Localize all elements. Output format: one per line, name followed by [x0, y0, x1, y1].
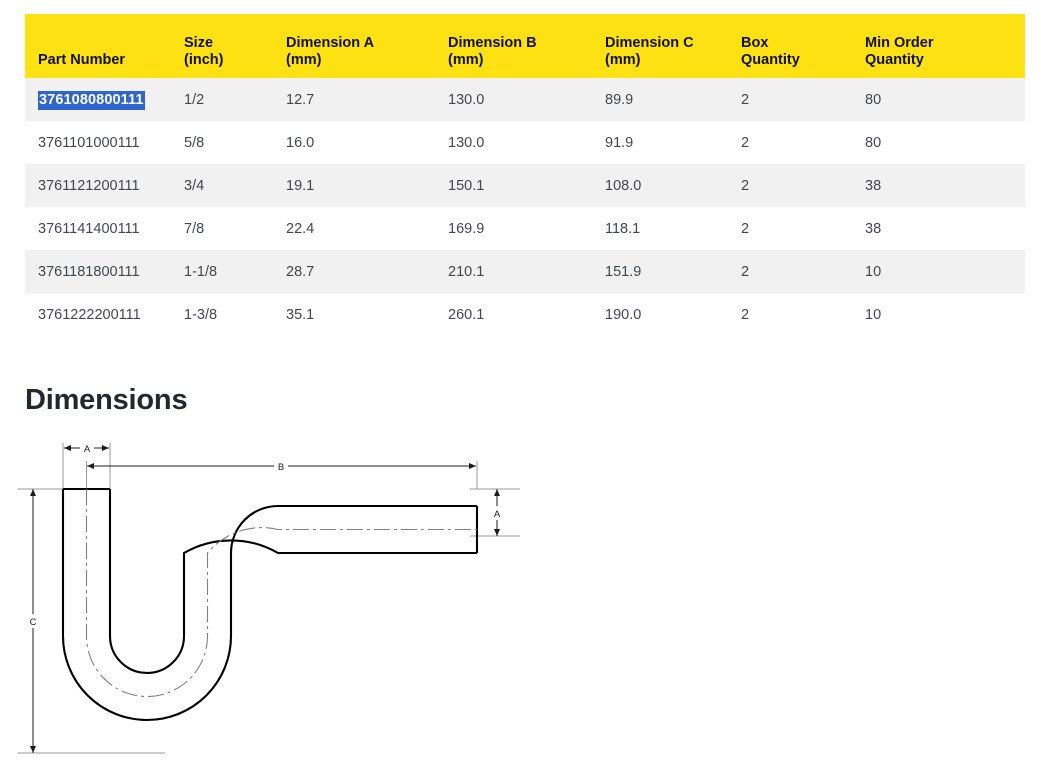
cell-min-order-quantity: 10: [852, 293, 1025, 336]
cell-min-order-quantity: 80: [852, 121, 1025, 164]
column-header-box-quantity[interactable]: Box Quantity: [728, 14, 852, 78]
u-bend-pipe-technical-drawing: A B C A: [0, 431, 540, 767]
cell-dimension-a: 19.1: [273, 164, 435, 207]
dimension-label-b: B: [278, 462, 284, 473]
table-row[interactable]: 3761080800111 1/2 12.7 130.0 89.9 2 80: [25, 78, 1025, 121]
column-header-line2: (mm): [286, 52, 322, 68]
column-header-dimension-a[interactable]: Dimension A (mm): [273, 14, 435, 78]
column-header-dimension-c[interactable]: Dimension C (mm): [592, 14, 728, 78]
cell-dimension-a: 12.7: [273, 78, 435, 121]
pipe-inner-wall-visible: [108, 489, 477, 674]
dimension-label-a-top: A: [84, 444, 91, 455]
cell-dimension-c: 89.9: [592, 78, 728, 121]
column-header-line1: Dimension A: [286, 35, 375, 51]
cell-box-quantity: 2: [728, 250, 852, 293]
cell-dimension-b: 210.1: [435, 250, 592, 293]
cell-dimension-c: 91.9: [592, 121, 728, 164]
column-header-line2: (mm): [448, 52, 484, 68]
column-header-line2: (inch): [184, 52, 224, 68]
table-row[interactable]: 3761222200111 1-3/8 35.1 260.1 190.0 2 1…: [25, 293, 1025, 336]
cell-size: 3/4: [171, 164, 273, 207]
spec-table-container: Part Number Size (inch) Dimension A (mm)…: [25, 14, 1025, 336]
dimension-labels: A B C A: [26, 441, 504, 628]
table-row[interactable]: 3761141400111 7/8 22.4 169.9 118.1 2 38: [25, 207, 1025, 250]
cell-part-number[interactable]: 3761141400111: [25, 207, 171, 250]
cell-dimension-c: 118.1: [592, 207, 728, 250]
column-header-line2: Quantity: [865, 52, 924, 68]
column-header-dimension-b[interactable]: Dimension B (mm): [435, 14, 592, 78]
cell-size: 1-3/8: [171, 293, 273, 336]
selected-part-number[interactable]: 3761080800111: [38, 90, 145, 110]
cell-dimension-a: 28.7: [273, 250, 435, 293]
cell-size: 5/8: [171, 121, 273, 164]
cell-part-number[interactable]: 3761181800111: [25, 250, 171, 293]
column-header-line2: (mm): [605, 52, 641, 68]
dimensions-section: Dimensions: [18, 383, 1025, 754]
cell-dimension-b: 260.1: [435, 293, 592, 336]
table-row[interactable]: 3761181800111 1-1/8 28.7 210.1 151.9 2 1…: [25, 250, 1025, 293]
cell-size: 7/8: [171, 207, 273, 250]
cell-dimension-a: 22.4: [273, 207, 435, 250]
column-header-line1: Size: [184, 35, 214, 51]
cell-box-quantity: 2: [728, 121, 852, 164]
table-body: 3761080800111 1/2 12.7 130.0 89.9 2 80 3…: [25, 78, 1025, 336]
pipe-centerline-path: [85, 489, 477, 698]
cell-dimension-b: 130.0: [435, 78, 592, 121]
column-header-line2: Quantity: [741, 52, 800, 68]
pipe-outline: [61, 487, 479, 721]
pipe-outer-wall: [61, 489, 477, 721]
cell-dimension-c: 108.0: [592, 164, 728, 207]
table-header-row: Part Number Size (inch) Dimension A (mm)…: [25, 14, 1025, 78]
column-header-line1: Dimension B: [448, 35, 537, 51]
table-header: Part Number Size (inch) Dimension A (mm)…: [25, 14, 1025, 78]
cell-box-quantity: 2: [728, 164, 852, 207]
cell-min-order-quantity: 38: [852, 207, 1025, 250]
cell-box-quantity: 2: [728, 78, 852, 121]
part-specification-table: Part Number Size (inch) Dimension A (mm)…: [25, 14, 1025, 336]
column-header-size[interactable]: Size (inch): [171, 14, 273, 78]
column-header-line2: Part Number: [38, 52, 126, 68]
cell-size: 1-1/8: [171, 250, 273, 293]
cell-dimension-b: 150.1: [435, 164, 592, 207]
table-row[interactable]: 3761101000111 5/8 16.0 130.0 91.9 2 80: [25, 121, 1025, 164]
cell-dimension-a: 16.0: [273, 121, 435, 164]
cell-min-order-quantity: 38: [852, 164, 1025, 207]
column-header-part-number[interactable]: Part Number: [25, 14, 171, 78]
dimension-label-a-right: A: [494, 509, 501, 520]
cell-box-quantity: 2: [728, 207, 852, 250]
cell-dimension-b: 169.9: [435, 207, 592, 250]
pipe-centerline: [85, 489, 477, 698]
table-row[interactable]: 3761121200111 3/4 19.1 150.1 108.0 2 38: [25, 164, 1025, 207]
cell-part-number[interactable]: 3761222200111: [25, 293, 171, 336]
cell-dimension-b: 130.0: [435, 121, 592, 164]
cell-min-order-quantity: 80: [852, 78, 1025, 121]
cell-part-number[interactable]: 3761101000111: [25, 121, 171, 164]
dimensions-heading: Dimensions: [25, 384, 188, 416]
cell-part-number[interactable]: 3761121200111: [25, 164, 171, 207]
cell-dimension-c: 151.9: [592, 250, 728, 293]
cell-dimension-a: 35.1: [273, 293, 435, 336]
column-header-line1: Dimension C: [605, 35, 694, 51]
cell-part-number[interactable]: 3761080800111: [25, 78, 171, 121]
column-header-line1: Box: [741, 35, 769, 51]
column-header-min-order-quantity[interactable]: Min Order Quantity: [852, 14, 1025, 78]
cell-box-quantity: 2: [728, 293, 852, 336]
column-header-line1: Min Order: [865, 35, 934, 51]
cell-dimension-c: 190.0: [592, 293, 728, 336]
cell-size: 1/2: [171, 78, 273, 121]
dimension-label-c: C: [30, 617, 37, 628]
cell-min-order-quantity: 10: [852, 250, 1025, 293]
